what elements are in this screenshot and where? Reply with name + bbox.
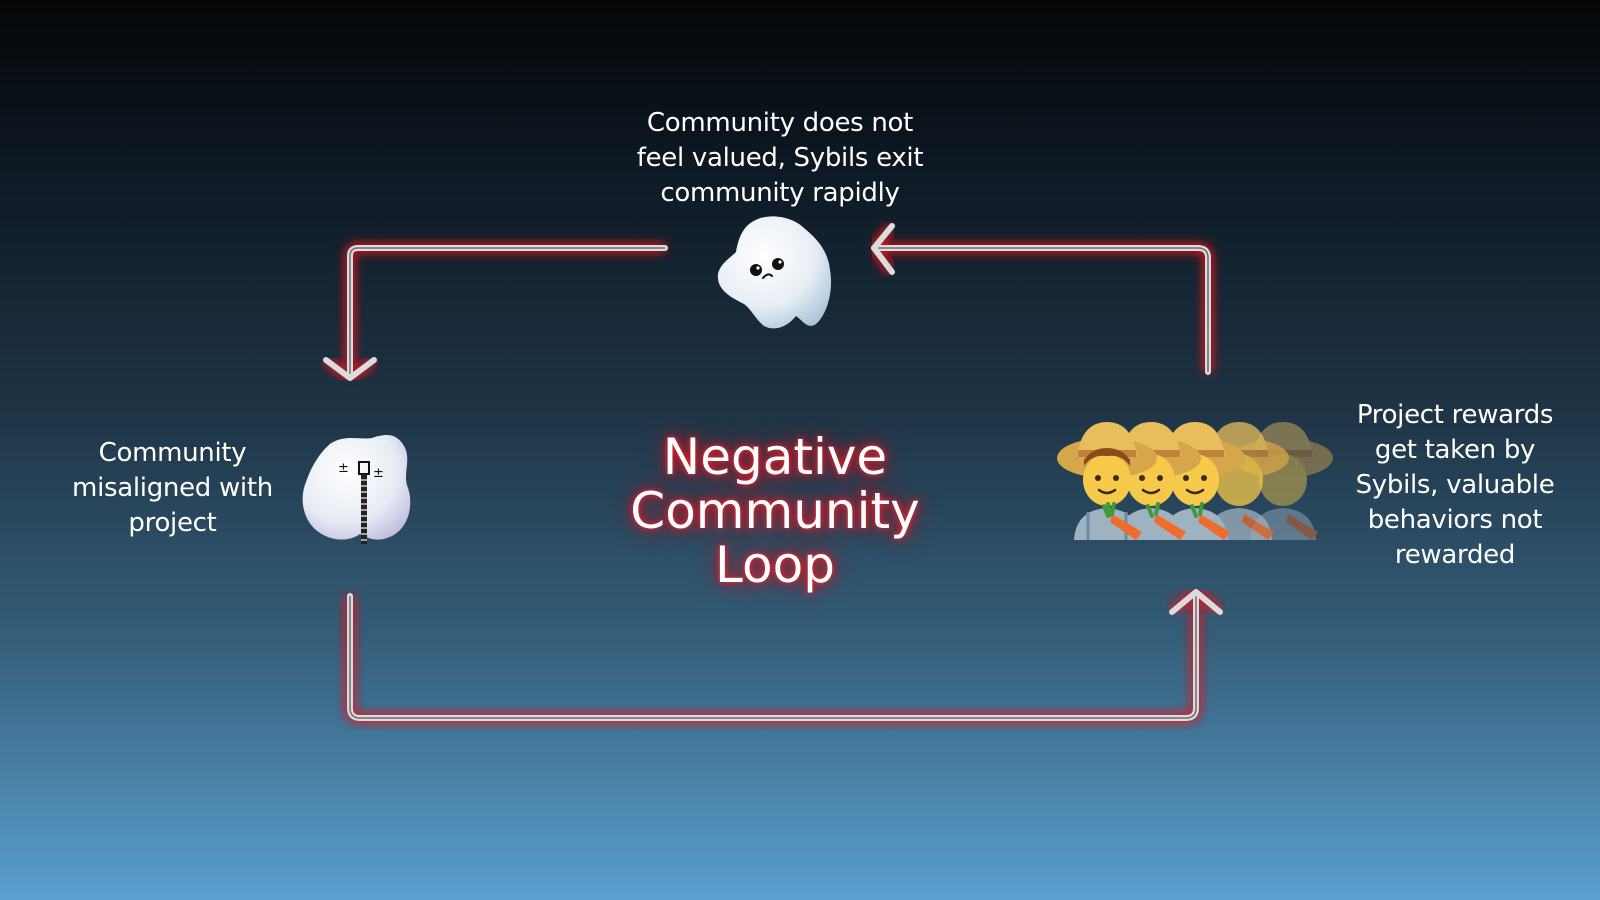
diagram-title: Negative Community Loop [630,428,920,594]
arrow-top-to-left [323,243,668,385]
farmer-emoji-row-icon [1052,416,1342,540]
node-top-label: Community does not feel valued, Sybils e… [636,108,924,208]
arrow-left-to-right [345,585,1224,723]
svg-text:±: ± [373,466,384,481]
node-right-label: Project rewards get taken by Sybils, val… [1355,400,1555,570]
sad-ghost-icon [717,216,832,329]
farmer-icon [1057,422,1157,540]
node-left-label: Community misaligned with project [72,438,273,538]
zipped-mouth-ghost-icon: ± ± [302,435,411,544]
svg-text:±: ± [338,461,349,476]
arrow-right-to-top [867,222,1213,375]
